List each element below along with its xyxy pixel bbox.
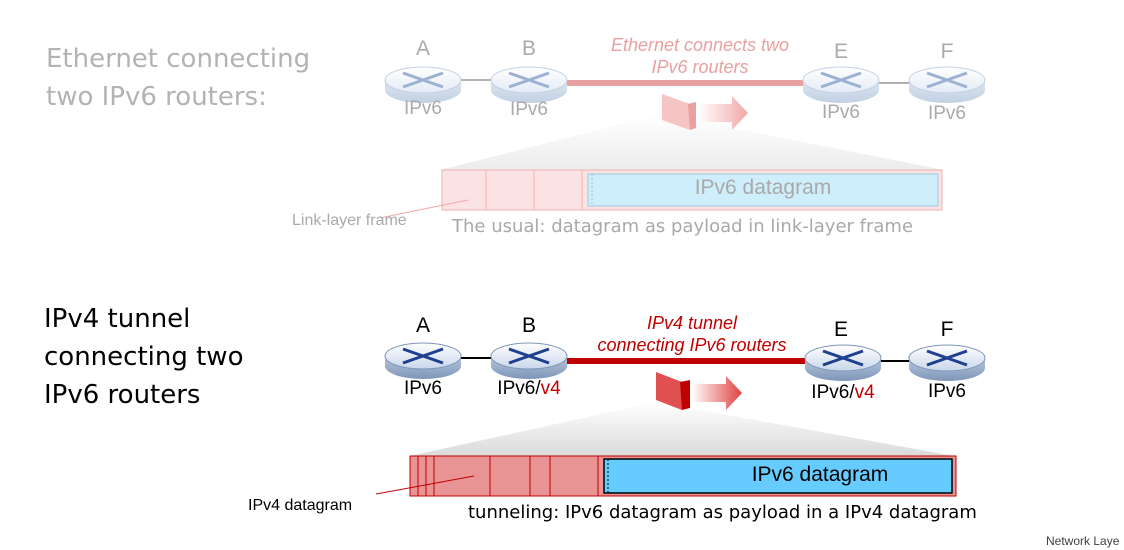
node-a-label: A — [415, 37, 430, 60]
bottom-heading-line1: IPv4 tunnel — [44, 304, 191, 334]
frame-label-top: Link-layer frame — [292, 212, 407, 229]
top-heading-line2: two IPv6 routers: — [46, 82, 267, 112]
router-icon — [802, 66, 880, 103]
ipv6-payload-top — [587, 173, 939, 207]
ethernet-link-caption: Ethernet connects two IPv6 routers — [580, 34, 820, 78]
router-icon — [490, 342, 568, 379]
tunnel-caption-line2: connecting IPv6 routers — [597, 335, 787, 355]
router-icon — [384, 66, 462, 103]
node-b-ip: IPv6/v4 — [474, 378, 584, 400]
node-f-ip: IPv6 — [902, 381, 992, 403]
router-icon — [490, 66, 568, 103]
node-a-ip: IPv6 — [403, 98, 443, 119]
router-icon — [804, 344, 882, 381]
node-f-label: F — [940, 318, 954, 341]
payload-label-top: IPv6 datagram — [694, 176, 832, 199]
node-f-ip-text: IPv6 — [927, 381, 967, 402]
node-f-ip: IPv6 — [927, 103, 967, 124]
node-b-label: B — [521, 37, 536, 60]
node-b-label: B — [521, 314, 536, 337]
tunnel-caption-line1: IPv4 tunnel — [646, 313, 738, 333]
node-a-label: A — [415, 314, 430, 337]
arrow-right-icon — [692, 376, 742, 410]
node-e-ip-text: IPv6/ — [811, 382, 855, 403]
router-icon — [384, 342, 462, 379]
node-e-label: E — [833, 40, 848, 63]
node-b-ip: IPv6 — [509, 99, 549, 120]
node-e-ip: IPv6 — [821, 102, 861, 123]
node-e-ip-suffix: v4 — [854, 382, 875, 403]
caption-bottom: tunneling: IPv6 datagram as payload in a… — [468, 502, 977, 523]
caption-top: The usual: datagram as payload in link-l… — [452, 216, 914, 237]
router-icon — [908, 66, 986, 103]
bottom-heading-line2: connecting two — [44, 342, 244, 372]
node-e-ip: IPv6/v4 — [788, 382, 898, 404]
ethernet-caption-line2: IPv6 routers — [651, 57, 749, 77]
node-a-ip: IPv6 — [378, 378, 468, 400]
ipv4-datagram-frame — [409, 455, 957, 497]
frame-label: IPv4 datagram — [248, 497, 353, 514]
bottom-heading-line3: IPv6 routers — [44, 380, 201, 410]
payload-label: IPv6 datagram — [751, 463, 889, 486]
link-layer-frame-top — [441, 169, 943, 211]
tunnel-link-caption: IPv4 tunnel connecting IPv6 routers — [572, 312, 812, 356]
packet-icon-top — [662, 94, 748, 130]
node-e-label: E — [833, 318, 848, 341]
router-icon — [908, 344, 986, 381]
frame-pointer — [375, 475, 475, 495]
zoom-cone-top — [440, 114, 944, 170]
top-heading: Ethernet connecting two IPv6 routers: — [46, 40, 310, 116]
top-heading-line1: Ethernet connecting — [46, 44, 311, 74]
packet-icon-bottom — [656, 372, 742, 410]
arrow-right-icon — [698, 96, 748, 130]
node-b-ip-text: IPv6/ — [497, 378, 541, 399]
frame-pointer-top — [379, 199, 469, 219]
zoom-cone-bottom — [410, 402, 954, 456]
footer-label: Network Laye — [1046, 534, 1120, 548]
node-b-ip-suffix: v4 — [540, 378, 561, 399]
bottom-heading: IPv4 tunnel connecting two IPv6 routers — [44, 300, 243, 414]
node-f-label: F — [940, 40, 954, 63]
ethernet-caption-line1: Ethernet connects two — [610, 35, 790, 55]
node-a-ip-text: IPv6 — [403, 378, 443, 399]
ipv6-payload — [603, 458, 953, 494]
